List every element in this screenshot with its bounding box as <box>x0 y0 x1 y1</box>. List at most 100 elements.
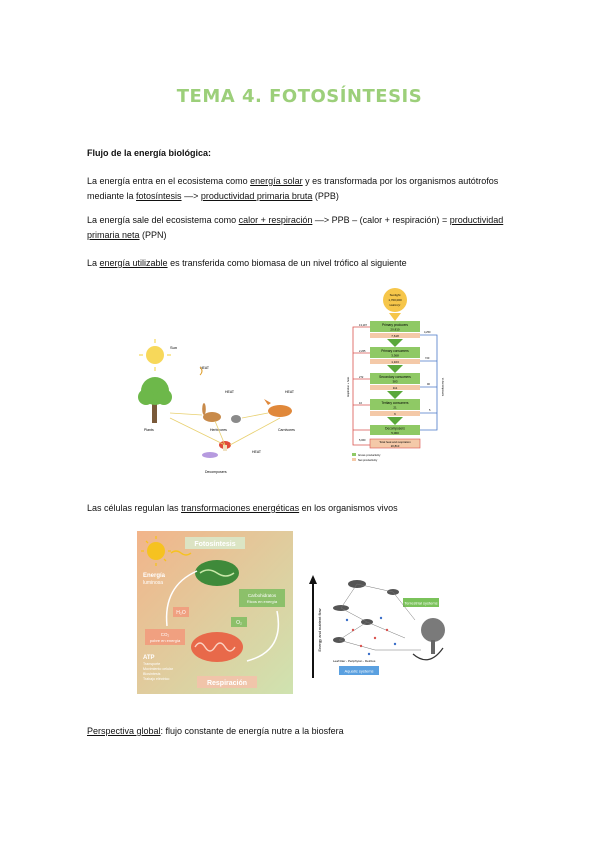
resp-value-4: 16 <box>359 401 362 405</box>
luminous-label: luminosa <box>143 580 163 586</box>
legend-gross-label: Gross productivity <box>358 453 381 457</box>
legend-net-label: Net productivity <box>358 458 378 462</box>
sunlight-unit: kcal/m²/yr <box>390 304 401 307</box>
paragraph-cell-regulation: Las células regulan las transformaciones… <box>87 503 398 513</box>
h2o-label: H₂O <box>176 610 186 616</box>
carbohydrates-label: Carbohidratos <box>248 593 277 598</box>
primary-consumers-label: Primary consumers <box>381 349 409 353</box>
primary-producers-net: 7,618 <box>391 334 399 338</box>
primary-consumers-box <box>370 347 420 358</box>
decomposers-label: Decomposers <box>205 470 227 474</box>
co2-label: CO₂ <box>161 632 170 637</box>
worm-icon <box>202 452 218 458</box>
decomposers-axis-label: to decomposers <box>441 378 445 397</box>
decomp-value-4: 5 <box>429 408 431 412</box>
resp-value-3: 272 <box>359 375 364 379</box>
sunlight-icon <box>383 288 407 312</box>
sun-icon <box>147 542 165 560</box>
sunlight-value: 1,700,000 <box>388 298 402 302</box>
primary-consumers-net: 1,103 <box>391 360 399 364</box>
h2o-box <box>173 607 189 617</box>
paragraph-energy-exit: La energía sale del ecosistema como calo… <box>87 215 504 240</box>
sun-label: Sun <box>170 345 177 350</box>
sunlight-arrow <box>389 313 401 321</box>
decomp-value-2: 720 <box>425 356 430 360</box>
tree-trunk <box>152 401 157 423</box>
diagram-background <box>137 531 293 694</box>
flow-axis-label: Energy and nutrient flow <box>317 608 322 651</box>
resp-value-5: 5,060 <box>359 438 366 442</box>
web-connections <box>338 583 421 651</box>
sunlight-label: Sunlight <box>390 293 401 297</box>
total-heat-box <box>369 438 421 449</box>
respiration-label: Respiración <box>207 680 247 687</box>
secondary-consumers-box <box>370 373 420 384</box>
photosynthesis-respiration-diagram: Energía luminosa Fotosíntesis Carbohidra… <box>137 531 293 694</box>
decomposers-gross: 5,060 <box>391 431 399 435</box>
heat-label-4: HEAT <box>252 450 262 454</box>
tertiary-consumers-box <box>370 399 420 410</box>
light-wave-icon <box>170 550 192 556</box>
cycle-arrow-left <box>165 570 198 627</box>
atp-label: ATP <box>143 655 155 661</box>
resp-value-2: 2,265 <box>359 349 366 353</box>
mitochondrion-icon <box>191 632 243 662</box>
co2-sub-label: pobre en energía <box>150 638 181 643</box>
tertiary-consumers-gross: 21 <box>393 406 397 410</box>
aquatic-systems-box <box>339 666 379 675</box>
legend-net-swatch <box>352 458 356 461</box>
primary-producers-label: Primary producers <box>382 323 408 327</box>
energy-label: Energía <box>143 573 166 579</box>
heat-label-1: HEAT <box>200 366 210 370</box>
food-web-illustration: Sun HEAT Plants Herbivores HEAT HEAT Car… <box>138 339 295 474</box>
cycle-arrow-right <box>246 610 280 662</box>
mouse-icon <box>231 415 241 423</box>
web-nodes-red <box>351 628 389 648</box>
leaf-litter-label: Leaf litter - Periphyton - Detritus <box>333 659 376 663</box>
decomp-value-3: 90 <box>427 382 430 386</box>
secondary-consumers-label: Secondary consumers <box>379 375 411 379</box>
primary-producers-box <box>370 321 420 332</box>
photosynthesis-label: Fotosíntesis <box>194 541 235 548</box>
rabbit-icon <box>203 412 221 422</box>
legend-gross-swatch <box>352 453 356 456</box>
co2-box <box>145 629 185 645</box>
plants-label: Plants <box>144 428 154 432</box>
decomp-value-1: 4,250 <box>424 330 431 334</box>
paragraph-usable-energy: La energía utilizable es transferida com… <box>87 258 407 268</box>
atp-item-4: Trabajo eléctrico <box>143 677 169 681</box>
atp-item-2: Movimiento celular <box>143 667 174 671</box>
section-heading: Flujo de la energía biológica: <box>87 148 212 158</box>
respiration-axis-label: respiration + heat <box>346 377 350 397</box>
tertiary-consumers-label: Tertiary consumers <box>382 401 409 405</box>
secondary-consumers-net: 111 <box>393 386 398 390</box>
total-heat-label: Total heat and respiration <box>379 440 411 444</box>
heat-wave-icon <box>199 366 203 376</box>
sun-icon <box>146 346 164 364</box>
respiration-lines <box>352 326 370 446</box>
atp-item-1: Transporte <box>143 662 160 666</box>
fox-icon <box>268 405 292 417</box>
energy-pyramid-diagram: Sunlight 1,700,000 kcal/m²/yr Primary pr… <box>346 288 445 462</box>
terrestrial-systems-label: Terrestrial systems <box>404 601 437 606</box>
ecosystem-food-web-diagram: Energy and nutrient flow Terrestrial sys… <box>309 575 445 678</box>
carnivores-label: Carnivores <box>278 428 295 432</box>
tertiary-consumers-net: 6 <box>394 412 396 416</box>
atp-item-3: Biosíntesis <box>143 672 161 676</box>
decomposers-box <box>370 425 420 435</box>
primary-producers-gross: 20,810 <box>390 328 400 332</box>
decomposer-lines <box>420 334 438 431</box>
aquatic-systems-label: Aquatic systems <box>344 669 373 674</box>
page-title: TEMA 4. FOTOSÍNTESIS <box>176 86 423 107</box>
primary-consumers-gross: 3,368 <box>391 354 399 358</box>
heat-label-3: HEAT <box>285 390 295 394</box>
carbohydrates-box <box>239 589 285 607</box>
resp-value-1: 13,197 <box>359 323 367 327</box>
o2-box <box>231 617 247 627</box>
paragraph-energy-entry: La energía entra en el ecosistema como e… <box>87 176 499 201</box>
return-arrow <box>412 647 444 661</box>
secondary-consumers-gross: 383 <box>392 380 397 384</box>
o2-label: O₂ <box>236 620 242 626</box>
carbohydrates-sub-label: Ricos en energía <box>247 599 278 604</box>
decomposers-level-label: Decomposers <box>385 427 405 431</box>
